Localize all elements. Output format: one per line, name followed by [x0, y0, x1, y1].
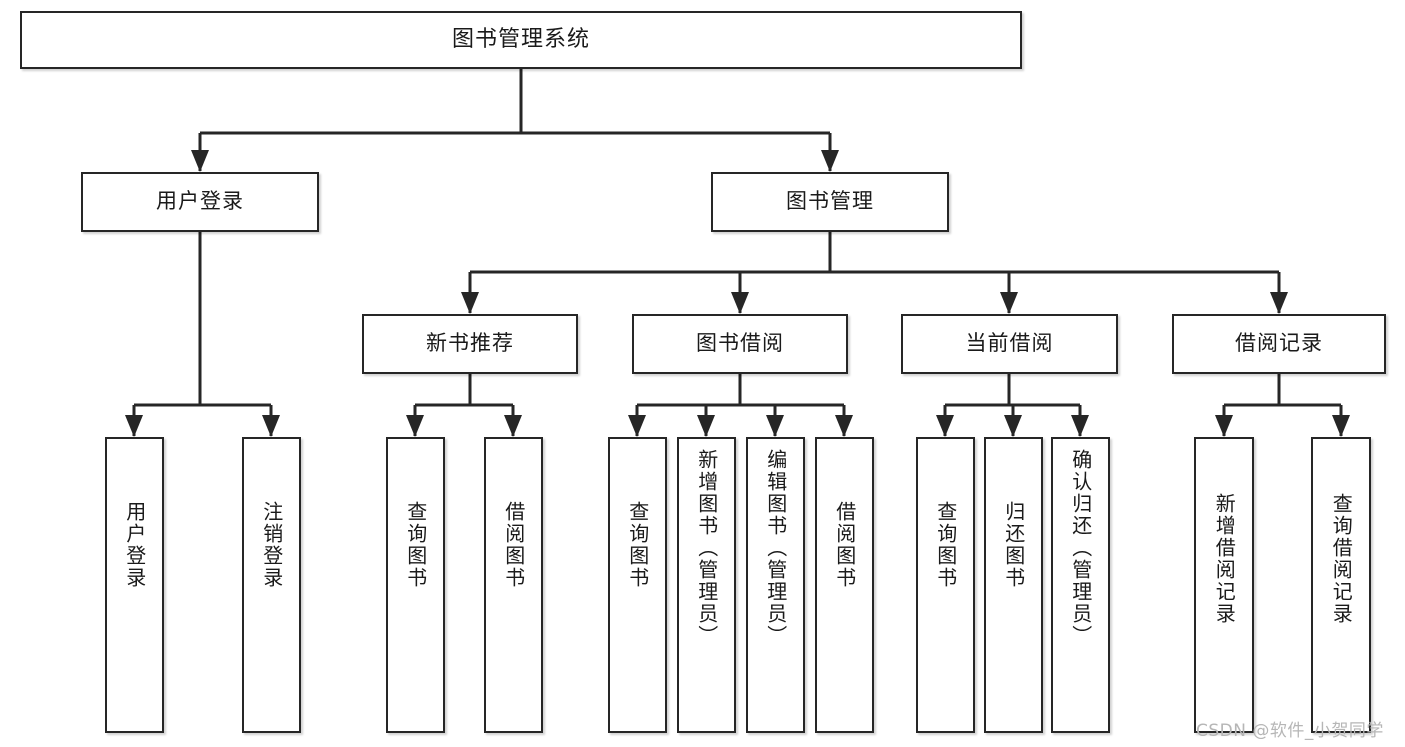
node-label: 图书借阅: [696, 331, 784, 356]
node-label: 借阅图书: [832, 501, 857, 589]
node-leaf-borrow-book-1[interactable]: 借阅图书: [484, 437, 543, 733]
node-label: 当前借阅: [965, 331, 1054, 356]
node-leaf-edit-book[interactable]: 编辑图书（管理员）: [746, 437, 805, 733]
node-leaf-query-book-2[interactable]: 查询图书: [608, 437, 667, 733]
node-leaf-user-logout[interactable]: 注销登录: [242, 437, 301, 733]
node-book-manage[interactable]: 图书管理: [711, 172, 949, 232]
node-label: 注销登录: [259, 501, 284, 589]
node-label: 查询图书: [625, 501, 650, 589]
node-leaf-return-book[interactable]: 归还图书: [984, 437, 1043, 733]
node-leaf-user-login[interactable]: 用户登录: [105, 437, 164, 733]
node-label: 用户登录: [122, 501, 147, 589]
node-leaf-query-book-1[interactable]: 查询图书: [386, 437, 445, 733]
node-label: 查询图书: [933, 501, 958, 589]
node-leaf-add-record[interactable]: 新增借阅记录: [1194, 437, 1254, 733]
csdn-watermark: CSDN @软件_小贺同学: [1196, 721, 1384, 741]
node-label: 借阅图书: [501, 501, 526, 589]
node-label: 新书推荐: [426, 331, 514, 356]
node-label: 图书管理: [786, 189, 874, 214]
node-label: 编辑图书（管理员）: [763, 449, 788, 647]
node-label: 确认归还（管理员）: [1068, 449, 1093, 647]
node-borrow-record[interactable]: 借阅记录: [1172, 314, 1386, 374]
node-label: 图书管理系统: [451, 26, 590, 52]
node-label: 新增借阅记录: [1212, 493, 1237, 625]
node-label: 查询借阅记录: [1329, 493, 1354, 625]
node-label: 新增图书（管理员）: [694, 449, 719, 647]
node-leaf-confirm-return[interactable]: 确认归还（管理员）: [1051, 437, 1110, 733]
node-label: 借阅记录: [1235, 331, 1323, 356]
node-leaf-query-record[interactable]: 查询借阅记录: [1311, 437, 1371, 733]
node-leaf-borrow-book-2[interactable]: 借阅图书: [815, 437, 874, 733]
node-root[interactable]: 图书管理系统: [20, 11, 1022, 69]
node-leaf-add-book[interactable]: 新增图书（管理员）: [677, 437, 736, 733]
node-book-borrow[interactable]: 图书借阅: [632, 314, 848, 374]
node-label: 用户登录: [156, 189, 244, 214]
node-label: 归还图书: [1001, 501, 1026, 589]
node-label: 查询图书: [403, 501, 428, 589]
node-current-borrow[interactable]: 当前借阅: [901, 314, 1118, 374]
node-user-login[interactable]: 用户登录: [81, 172, 319, 232]
node-leaf-query-book-3[interactable]: 查询图书: [916, 437, 975, 733]
node-new-book-recommend[interactable]: 新书推荐: [362, 314, 578, 374]
